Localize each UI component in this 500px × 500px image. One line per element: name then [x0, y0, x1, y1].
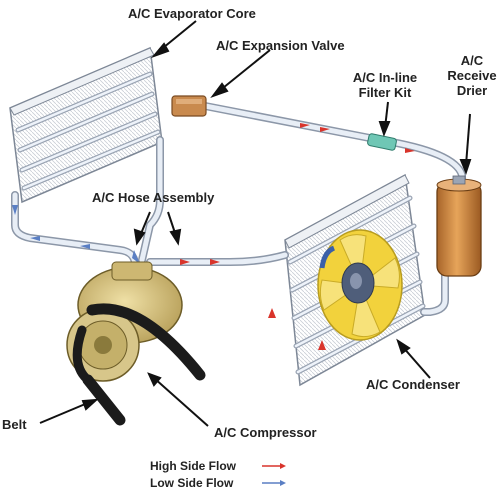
expansion-valve [171, 95, 207, 117]
compressor [66, 261, 183, 382]
label-belt: Belt [2, 417, 27, 432]
label-expansion-valve: A/C Expansion Valve [216, 38, 345, 53]
inline-filter [367, 133, 397, 151]
label-condenser: A/C Condenser [366, 377, 460, 392]
legend-low-side: Low Side Flow [150, 476, 234, 490]
label-receiver-drier-line1: A/C [460, 53, 484, 68]
legend-low-side-arrow [262, 480, 286, 486]
legend-high-side: High Side Flow [150, 459, 236, 473]
label-receiver-drier-line2: Receive [447, 68, 497, 83]
receiver-drier [436, 175, 482, 277]
label-receiver-drier-line3: Drier [456, 83, 488, 98]
label-hose-assembly: A/C Hose Assembly [92, 190, 215, 205]
label-receiver-drier: A/C Receive Drier [440, 53, 500, 98]
label-evaporator-core: A/C Evaporator Core [128, 6, 256, 21]
belt [72, 303, 206, 426]
legend-high-side-arrow [262, 463, 286, 469]
condenser-fan [317, 229, 403, 341]
high-side-lines [146, 101, 466, 316]
low-side-flow-arrows [12, 205, 140, 264]
label-inline-filter-line2: Filter Kit [358, 85, 412, 100]
legend-samples [262, 463, 286, 486]
evaporator-core [9, 46, 163, 204]
label-inline-filter-line1: A/C In-line [352, 70, 418, 85]
leader-arrows [39, 20, 472, 427]
label-inline-filter: A/C In-line Filter Kit [340, 70, 430, 100]
label-compressor: A/C Compressor [214, 425, 317, 440]
